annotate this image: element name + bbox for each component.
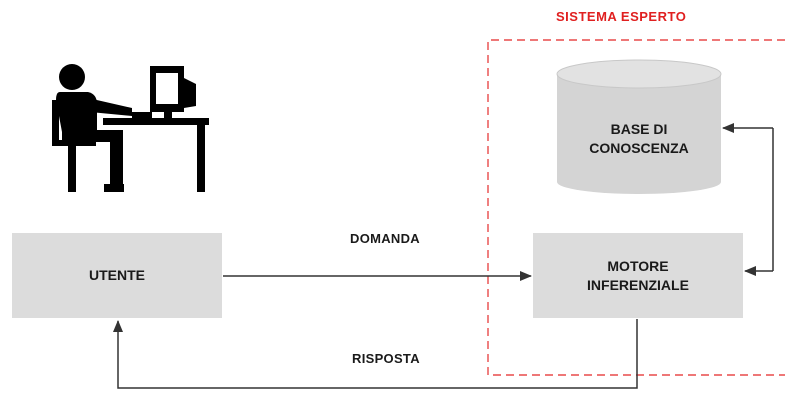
inference-engine-label-line2: INFERENZIALE	[587, 277, 689, 293]
knowledge-base-label: BASE DI CONOSCENZA	[557, 120, 721, 158]
knowledge-base-cylinder	[556, 59, 722, 194]
inference-engine-label: MOTORE INFERENZIALE	[533, 257, 743, 295]
answer-label: RISPOSTA	[352, 351, 420, 366]
user-box	[12, 233, 222, 318]
user-label: UTENTE	[89, 267, 145, 283]
question-label: DOMANDA	[350, 231, 420, 246]
answer-arrow	[113, 319, 638, 389]
knowledge-base-label-line1: BASE DI	[610, 121, 668, 137]
knowledge-base-label-line2: CONOSCENZA	[589, 140, 689, 156]
person-at-desk-icon	[52, 64, 209, 192]
expert-system-title: SISTEMA ESPERTO	[556, 9, 687, 24]
inference-engine-box	[533, 233, 743, 318]
inference-engine-label-line1: MOTORE	[607, 258, 669, 274]
